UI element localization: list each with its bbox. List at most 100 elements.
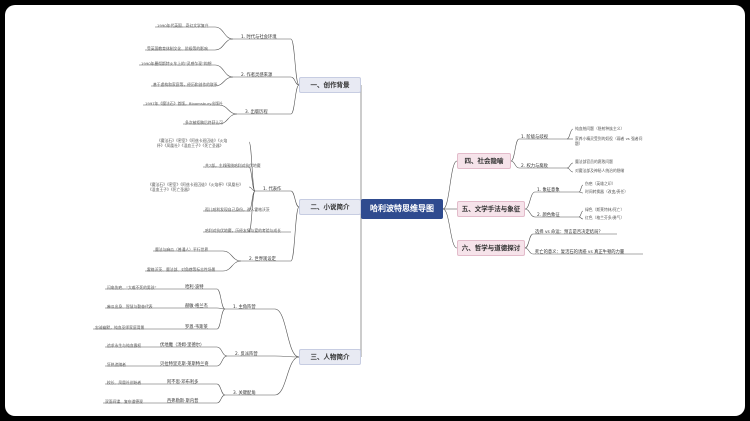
link-bg-s2 [290, 76, 300, 86]
leaf-snape-desc: 双面间谍、复杂道德观 [105, 399, 143, 404]
leaf-book-list-2: 《魔法石》《密室》《阿兹卡班囚徒》《火焰杯》《凤凰社》《混血王子》《死亡圣器》 [148, 182, 243, 192]
link-novel-l1 [248, 141, 256, 192]
link-lit-l2 [578, 191, 584, 194]
leaf-seven-books: 共7部，主线围绕哈利对抗伏地魔 [205, 163, 261, 168]
sub-color-symbolism[interactable]: 2. 颜色象征 [537, 213, 560, 218]
leaf-dumbledore-desc: 校长、凤凰社创始者 [107, 380, 142, 385]
link-eth-s1 [524, 233, 534, 249]
link-ch-s2 [274, 355, 300, 358]
link-ch-s3 [274, 356, 300, 396]
section-philosophy[interactable]: 六、哲学与道德探讨 [457, 240, 525, 256]
link-ch-ron [216, 308, 226, 330]
section-creation-background[interactable]: 一、创作背景 [299, 77, 361, 93]
leaf-harry-desc: 闪电伤疤、“大难不死的男孩” [107, 285, 157, 290]
leaf-harry-vs-voldemort: 哈利对抗伏地魔，历经友情与爱的考验与成长 [205, 228, 281, 233]
leaf-red: 红色（格兰芬多/勇气） [585, 215, 625, 220]
link-soc-s2 [510, 160, 520, 169]
link-ch-hermione [216, 307, 226, 310]
link-lit-l1 [578, 184, 584, 193]
link-root-ethics [442, 208, 458, 249]
sub-key-supporting[interactable]: 3. 关键配角 [233, 391, 256, 396]
link-bg-s3-l1 [218, 104, 238, 115]
char-voldemort[interactable]: 伏地魔（汤姆·里德尔） [160, 343, 205, 348]
link-novel-l5 [248, 190, 256, 233]
link-lit-s2 [524, 208, 536, 218]
link-bg-s3-l2 [218, 113, 238, 125]
link-soc-l3 [566, 162, 574, 169]
leaf-ron-desc: 忠诚幽默，纯血巫师家庭背景 [95, 325, 145, 330]
section-novel-intro[interactable]: 二、小说简介 [299, 199, 361, 215]
leaf-scar: 伤疤（英雄之印） [585, 181, 616, 186]
leaf-parallel-world: 魔法与麻瓜（普通人）平行世界 [155, 247, 209, 252]
leaf-rule-metaphor: 对魔法部及神秘人统治的隐喻 [575, 168, 625, 173]
sub-choice-vs-fate[interactable]: 选择 vs 命运：预言是否决定结局？ [535, 230, 603, 235]
leaf-orphan-harry: 孤儿哈利发现自己身份，进入霍格沃茨 [205, 207, 270, 212]
mindmap-canvas: 哈利波特思维导图 一、创作背景 二、小说简介 三、人物简介 四、社会隐喻 五、文… [5, 5, 745, 416]
leaf-hogwarts-scenes: 霍格沃茨、魔法部、对角巷等标志性场景 [147, 267, 216, 272]
leaf-time-turner: 时间转换器（改变/责任） [585, 189, 629, 194]
char-bellatrix[interactable]: 贝拉特里克斯·莱斯特兰奇 [160, 362, 209, 367]
sub-inspiration[interactable]: 2. 作者灵感来源 [241, 73, 273, 78]
link-bg-s1-l2 [214, 38, 234, 51]
char-dumbledore[interactable]: 阿不思·邓布利多 [167, 380, 199, 385]
link-bg-s1 [290, 38, 300, 86]
link-lit-l4 [578, 216, 584, 220]
sub-meaning-of-death[interactable]: 死亡的意义：复活石的诱惑 vs 真正牛顿的力量 [535, 250, 625, 255]
leaf-voldemort-desc: 追求永生与纯血霸权 [107, 343, 142, 348]
char-harry[interactable]: 哈利·波特 [185, 285, 204, 290]
link-ch-bella [216, 355, 228, 367]
link-eth-s2 [524, 247, 534, 255]
sub-class-discrimination[interactable]: 1. 阶级与歧视 [521, 135, 548, 140]
link-soc-l1 [566, 128, 574, 140]
link-novel-l3 [248, 186, 256, 192]
link-novel-s2-l2 [222, 260, 242, 272]
link-novel-s2-l1 [222, 250, 242, 262]
section-characters[interactable]: 三、人物简介 [299, 349, 361, 365]
section-social-metaphor[interactable]: 四、社会隐喻 [457, 153, 511, 169]
link-ch-harry [216, 288, 226, 310]
link-soc-s1 [510, 138, 520, 162]
sub-protagonists[interactable]: 1. 主角阵营 [233, 305, 256, 310]
link-ch-s1 [274, 308, 300, 358]
leaf-hermione-desc: 麻瓜出身、智慧与勤奋代表 [107, 304, 153, 309]
link-ch-vold [216, 346, 228, 357]
leaf-bellatrix-desc: 狂热追随者 [107, 362, 126, 367]
sub-symbols[interactable]: 1. 象征意象 [537, 188, 560, 193]
leaf-education-influence: 受英国教育体制文化、阶级等的影响 [147, 46, 208, 51]
leaf-ministry-corruption: 魔法部官员的腐败问题 [575, 159, 613, 164]
char-ron[interactable]: 罗恩·韦斯莱 [185, 325, 208, 330]
leaf-train-idea: 1990年曼彻斯特火车上的“灵感乍现”构想 [141, 61, 212, 66]
leaf-house-elves: 家养小精灵受到的奴役（弱者 vs 强者问题） [575, 136, 643, 146]
root-node[interactable]: 哈利波特思维导图 [361, 199, 443, 219]
link-soc-l4 [566, 167, 574, 173]
char-hermione[interactable]: 赫敏·格兰杰 [185, 304, 208, 309]
leaf-green: 绿色（斯莱特林/死亡） [585, 207, 625, 212]
link-novel-s2 [290, 206, 300, 262]
sub-worldbuilding[interactable]: 2. 世界观设定 [249, 257, 276, 262]
link-lit-s1 [524, 191, 536, 210]
section-literary-devices[interactable]: 五、文学手法与象征 [457, 201, 525, 217]
leaf-1997-first-edition: 1997年《魔法石》首版，Bloomsbury出版社 [145, 101, 223, 106]
link-root-society [442, 160, 458, 210]
link-novel-l2 [248, 166, 256, 192]
link-bg-s2-l2 [214, 76, 234, 87]
link-bg-s1-l1 [214, 26, 234, 40]
link-ch-snape [216, 394, 226, 404]
leaf-life-experience: 基于虚构和家庭等，经历和创作的联系 [153, 82, 218, 87]
sub-publishing[interactable]: 3. 出版历程 [245, 110, 268, 115]
sub-era-environment[interactable]: 1. 时代与社会环境 [241, 35, 277, 40]
char-snape[interactable]: 西弗勒斯·斯内普 [167, 399, 199, 404]
sub-villains[interactable]: 2. 反派阵营 [235, 352, 258, 357]
link-novel-s1 [290, 190, 300, 208]
link-ch-dumb [216, 383, 226, 396]
leaf-1990s: 1990年代英国、奇幻文学复兴 [157, 23, 209, 28]
leaf-rejected-many-times: 多次被拒稿后终获认可 [185, 120, 223, 125]
link-lit-l3 [578, 210, 584, 218]
link-bg-s2-l1 [214, 64, 234, 78]
sub-masterworks[interactable]: 1. 代表作 [263, 187, 282, 192]
connector-lines [93, 26, 643, 404]
link-bg-s3 [290, 84, 300, 115]
leaf-book-list-1: 《魔法石》《密室》《阿兹卡班囚徒》《火焰杯》《凤凰社》《混血王子》《死亡圣器》 [157, 138, 228, 148]
sub-power-corruption[interactable]: 2. 权力与腐败 [521, 164, 548, 169]
leaf-pureblood: 纯血统问题（隐射种族主义） [575, 126, 625, 131]
